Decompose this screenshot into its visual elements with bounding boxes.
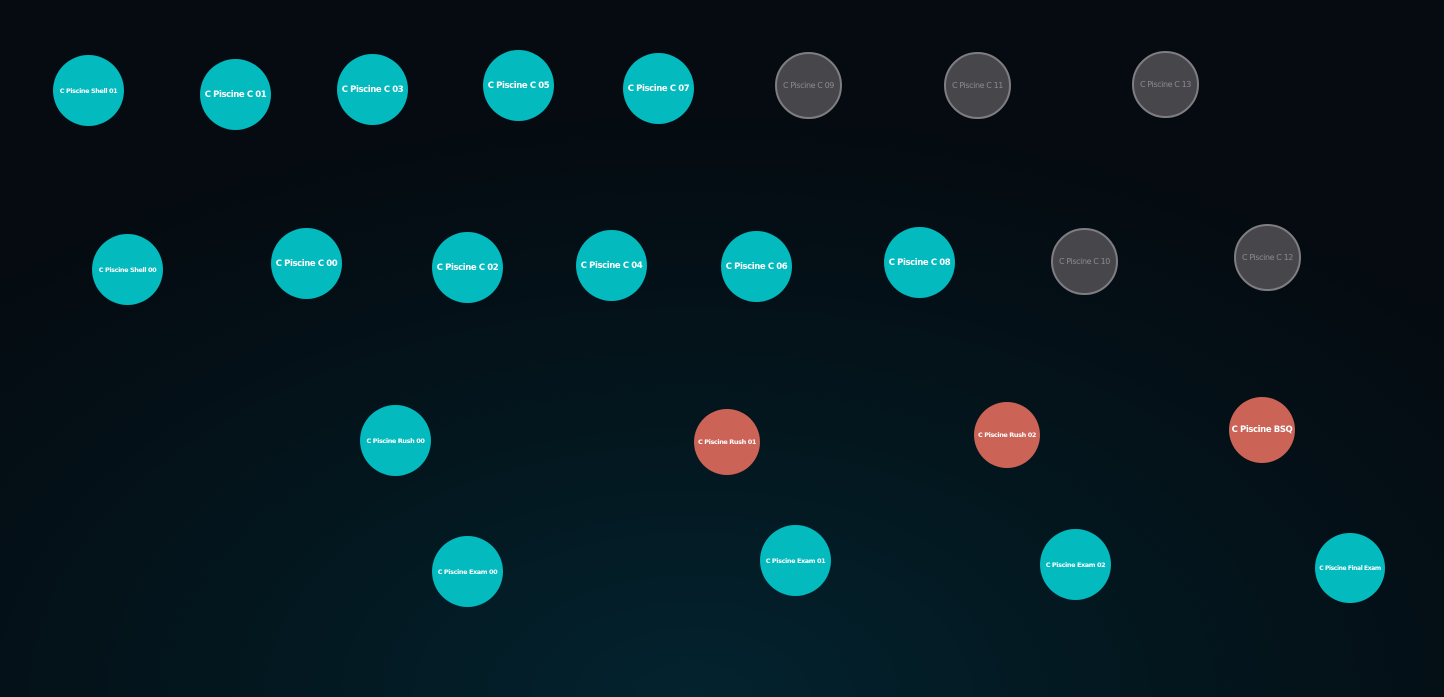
project-node-c-06[interactable]: C Piscine C 06 [721, 231, 792, 302]
project-node-c-11[interactable]: C Piscine C 11 [944, 52, 1011, 119]
project-node-exam-01[interactable]: C Piscine Exam 01 [760, 525, 831, 596]
project-label: C Piscine Final Exam [1319, 564, 1381, 572]
project-node-c-01[interactable]: C Piscine C 01 [200, 59, 271, 130]
project-label: C Piscine Exam 00 [437, 567, 498, 576]
project-node-c-03[interactable]: C Piscine C 03 [337, 54, 408, 125]
project-label: C Piscine BSQ [1231, 425, 1293, 435]
project-label: C Piscine C 01 [204, 89, 267, 100]
project-label: C Piscine C 13 [1139, 80, 1192, 89]
project-node-c-02[interactable]: C Piscine C 02 [432, 232, 503, 303]
project-label: C Piscine Exam 01 [765, 556, 826, 565]
project-label: C Piscine Shell 00 [98, 265, 157, 274]
project-label: C Piscine Rush 00 [366, 436, 425, 445]
project-node-exam-00[interactable]: C Piscine Exam 00 [432, 536, 503, 607]
project-label: C Piscine C 05 [487, 80, 550, 91]
project-node-exam-02[interactable]: C Piscine Exam 02 [1040, 529, 1111, 600]
project-node-shell-00[interactable]: C Piscine Shell 00 [92, 234, 163, 305]
project-label: C Piscine Exam 02 [1045, 560, 1106, 569]
project-label: C Piscine C 12 [1241, 253, 1294, 262]
project-node-c-13[interactable]: C Piscine C 13 [1132, 51, 1199, 118]
project-node-bsq[interactable]: C Piscine BSQ [1229, 397, 1295, 463]
project-node-c-10[interactable]: C Piscine C 10 [1051, 228, 1118, 295]
project-label: C Piscine C 09 [782, 81, 835, 90]
project-node-shell-01[interactable]: C Piscine Shell 01 [53, 55, 124, 126]
project-node-c-07[interactable]: C Piscine C 07 [623, 53, 694, 124]
project-label: C Piscine C 03 [341, 84, 404, 95]
project-node-final-exam[interactable]: C Piscine Final Exam [1315, 533, 1385, 603]
project-label: C Piscine C 02 [436, 262, 499, 273]
project-label: C Piscine Shell 01 [59, 86, 118, 95]
project-node-c-08[interactable]: C Piscine C 08 [884, 227, 955, 298]
project-node-rush-00[interactable]: C Piscine Rush 00 [360, 405, 431, 476]
project-label: C Piscine C 04 [580, 260, 643, 271]
project-label: C Piscine C 07 [627, 83, 690, 94]
project-label: C Piscine C 10 [1058, 257, 1111, 266]
project-label: C Piscine C 08 [888, 257, 951, 268]
project-label: C Piscine Rush 02 [978, 431, 1036, 439]
project-label: C Piscine C 11 [951, 81, 1004, 90]
project-node-c-04[interactable]: C Piscine C 04 [576, 230, 647, 301]
project-node-rush-01[interactable]: C Piscine Rush 01 [694, 409, 760, 475]
project-label: C Piscine Rush 01 [698, 438, 756, 446]
project-node-c-09[interactable]: C Piscine C 09 [775, 52, 842, 119]
project-node-c-00[interactable]: C Piscine C 00 [271, 228, 342, 299]
project-node-c-05[interactable]: C Piscine C 05 [483, 50, 554, 121]
project-node-rush-02[interactable]: C Piscine Rush 02 [974, 402, 1040, 468]
project-node-c-12[interactable]: C Piscine C 12 [1234, 224, 1301, 291]
project-label: C Piscine C 00 [275, 258, 338, 269]
project-label: C Piscine C 06 [725, 261, 788, 272]
